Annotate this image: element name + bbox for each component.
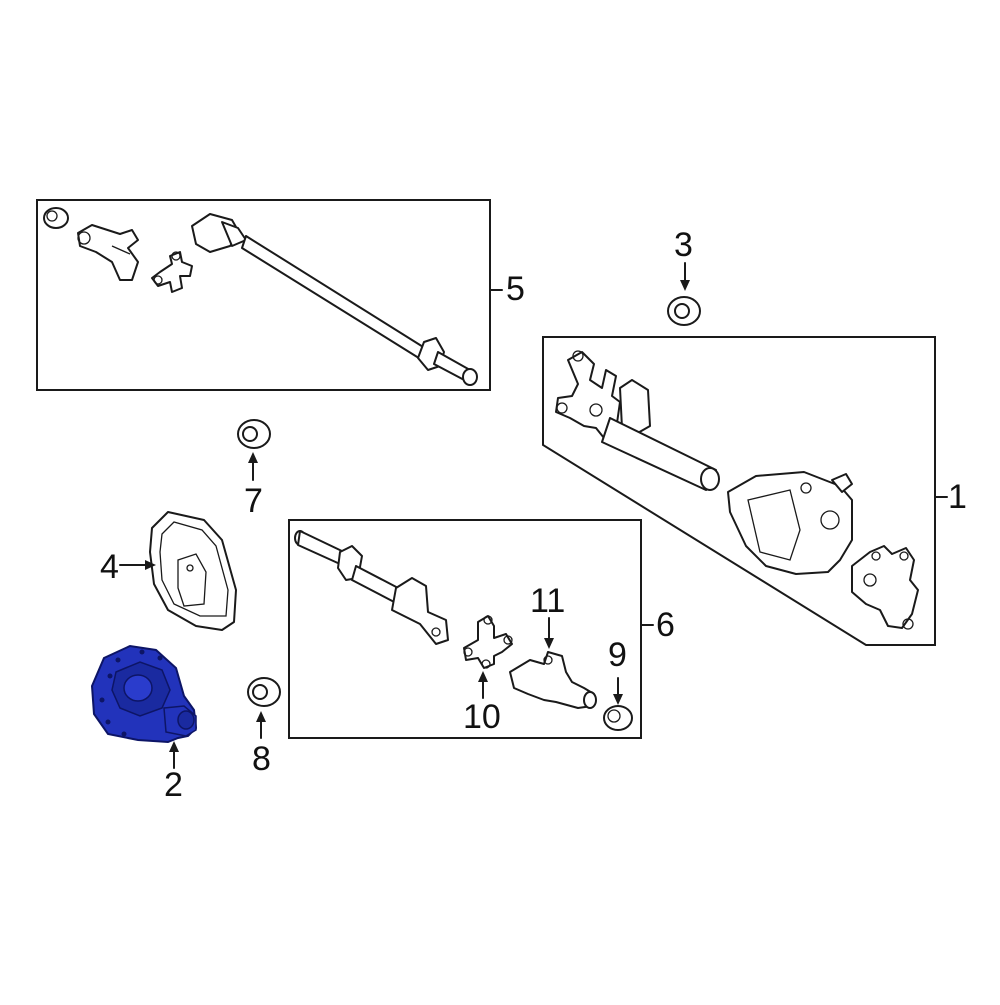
group-1-frame bbox=[542, 336, 936, 646]
group-6-frame bbox=[288, 519, 642, 739]
group-5-stub-yoke[interactable] bbox=[77, 224, 139, 281]
arrow-11 bbox=[544, 638, 554, 649]
arrow-9 bbox=[613, 694, 623, 705]
group-5-bearing[interactable] bbox=[43, 207, 69, 229]
part-8-seal[interactable] bbox=[247, 677, 281, 739]
group-1-left-knuckle[interactable] bbox=[555, 350, 651, 439]
callout-2: 2 bbox=[164, 766, 183, 804]
part-group-5[interactable] bbox=[36, 199, 503, 391]
callout-7: 7 bbox=[244, 482, 263, 520]
callout-4: 4 bbox=[100, 548, 119, 586]
group-5-u-joint[interactable] bbox=[151, 251, 193, 293]
part-7-seal[interactable] bbox=[237, 419, 271, 481]
part-9-bearing[interactable] bbox=[603, 677, 633, 731]
arrow-7 bbox=[248, 452, 258, 463]
callout-11: 11 bbox=[530, 582, 566, 620]
callout-1: 1 bbox=[948, 478, 967, 516]
group-1-right-knuckle[interactable] bbox=[851, 545, 919, 630]
callout-6: 6 bbox=[656, 606, 675, 644]
arrow-10 bbox=[478, 671, 488, 682]
callout-9: 9 bbox=[608, 636, 627, 674]
part-4-cover[interactable] bbox=[119, 511, 237, 631]
arrow-3 bbox=[680, 280, 690, 291]
callout-3: 3 bbox=[674, 226, 693, 264]
arrow-8 bbox=[256, 711, 266, 722]
part-group-1[interactable] bbox=[542, 336, 948, 646]
arrow-4 bbox=[145, 560, 156, 570]
callout-10: 10 bbox=[463, 698, 501, 736]
group-1-axle-tube[interactable] bbox=[601, 417, 720, 491]
group-5-frame bbox=[36, 199, 491, 391]
part-group-6[interactable] bbox=[288, 519, 654, 739]
group-6-axle-shaft[interactable] bbox=[294, 530, 449, 645]
arrow-2 bbox=[169, 741, 179, 752]
group-1-carrier-housing[interactable] bbox=[727, 471, 853, 575]
part-11-stub-yoke[interactable] bbox=[509, 617, 597, 709]
callout-8: 8 bbox=[252, 740, 271, 778]
group-5-axle-shaft[interactable] bbox=[191, 213, 478, 386]
part-10-u-joint[interactable] bbox=[463, 615, 513, 699]
part-3-seal[interactable] bbox=[667, 262, 701, 326]
callout-5: 5 bbox=[506, 270, 525, 308]
part-2-differential-case[interactable] bbox=[90, 644, 198, 769]
